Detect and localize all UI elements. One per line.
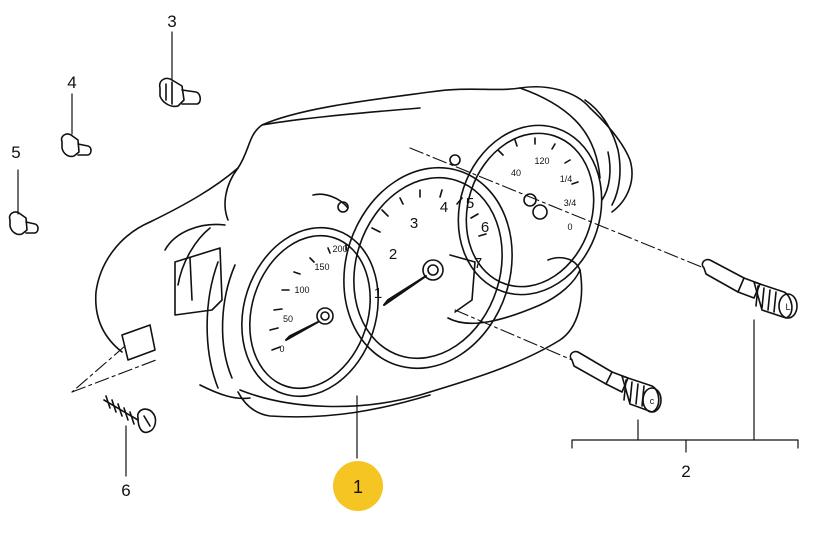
right-gauge xyxy=(457,124,603,296)
tachometer-label-7: 7 xyxy=(474,255,482,272)
clock-knob-mark: L xyxy=(785,302,790,312)
tachometer-label-4: 4 xyxy=(440,199,448,216)
right-gauge-label-three-quarter: 3/4 xyxy=(564,198,577,208)
right-gauge-label-0: 0 xyxy=(567,222,572,232)
instrument-cluster-housing xyxy=(94,86,633,418)
right-gauge-label-120: 120 xyxy=(534,156,549,166)
speedometer-label-200: 200 xyxy=(332,244,347,254)
tachometer-label-1: 1 xyxy=(374,285,382,302)
speedometer-label-0: 0 xyxy=(279,344,284,354)
bulb-holder-3 xyxy=(158,77,202,108)
speedometer-label-150: 150 xyxy=(314,262,329,272)
callout-4: 4 xyxy=(67,73,76,92)
right-gauge-label-quarter: 1/4 xyxy=(560,174,573,184)
callout-2: 2 xyxy=(681,462,690,481)
knob-trip xyxy=(569,350,662,413)
tachometer-label-3: 3 xyxy=(410,215,418,232)
trip-knob-mark: c xyxy=(650,396,655,406)
dash-dot-axes xyxy=(71,147,705,393)
callout-6: 6 xyxy=(121,481,130,500)
speedometer-label-50: 50 xyxy=(283,314,293,324)
screw-6 xyxy=(103,395,157,434)
callout-1-highlight[interactable] xyxy=(333,461,383,511)
tachometer-label-5: 5 xyxy=(466,195,474,212)
bulb-holder-4 xyxy=(60,133,92,158)
callout-3: 3 xyxy=(167,12,176,31)
knob-clock xyxy=(701,258,798,319)
tachometer-label-6: 6 xyxy=(481,219,489,236)
tachometer-gauge xyxy=(343,154,513,370)
callout-1: 1 xyxy=(353,477,363,497)
tachometer-label-2: 2 xyxy=(389,246,397,263)
leader-lines xyxy=(17,31,799,477)
bulb-holder-5 xyxy=(8,211,39,236)
callout-5: 5 xyxy=(11,143,20,162)
speedometer-gauge xyxy=(206,193,379,398)
right-gauge-label-40: 40 xyxy=(511,168,521,178)
speedometer-label-100: 100 xyxy=(294,285,309,295)
